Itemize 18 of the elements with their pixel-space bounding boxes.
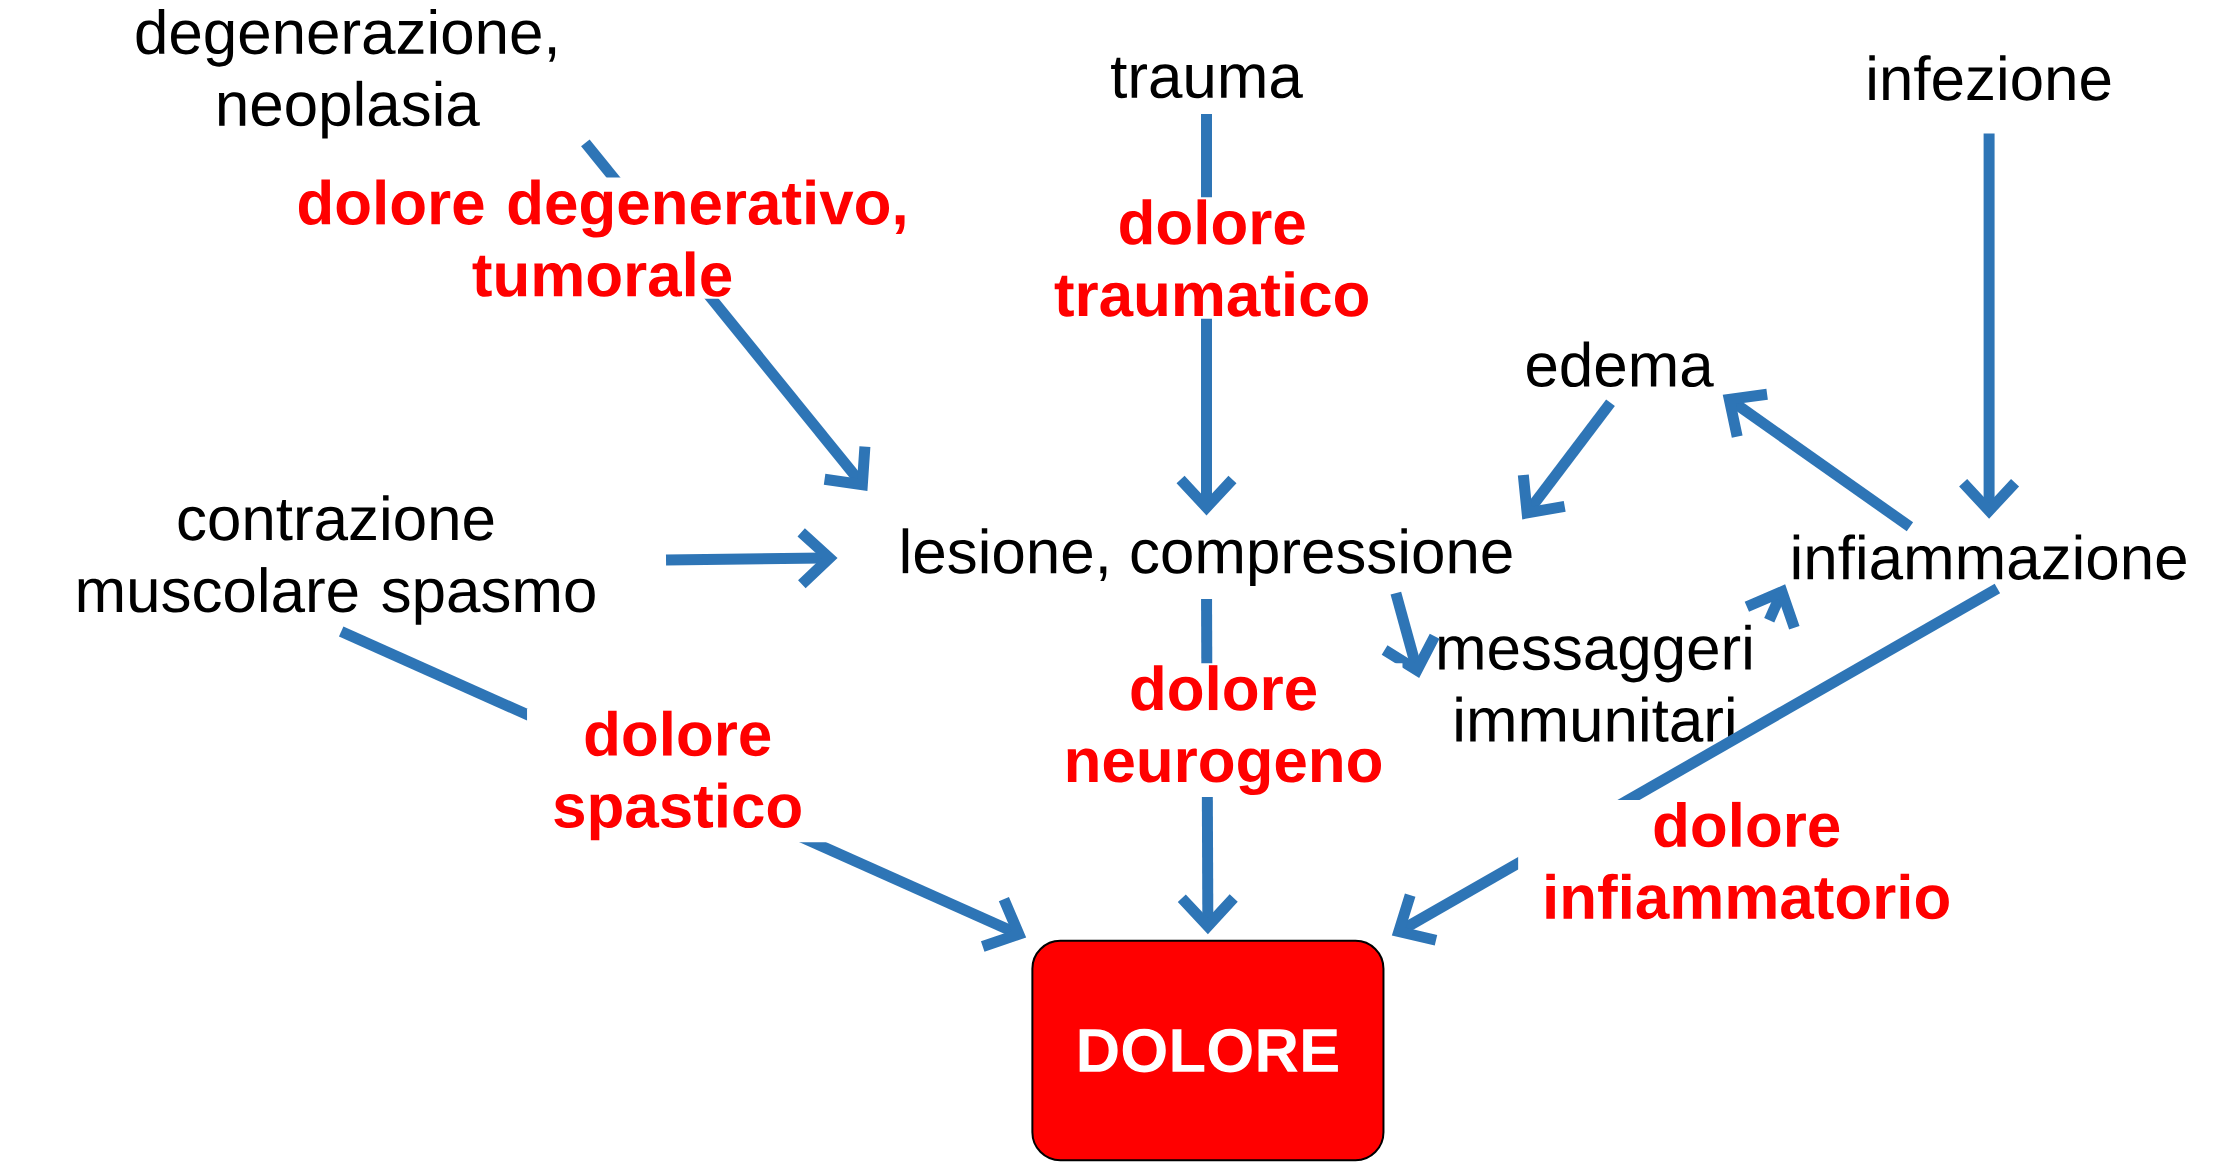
arrow <box>665 528 838 589</box>
arrow <box>1722 388 1914 532</box>
edge-label: dolore traumatico <box>1033 197 1392 319</box>
cause-text: contrazione muscolare spasmo <box>78 495 595 625</box>
pain-box: DOLORE <box>1031 939 1385 1162</box>
cause-text: infiammazione <box>1793 534 2186 580</box>
cause-text: infezione <box>1869 55 2111 101</box>
cause-text: messaggeri immunitari <box>1439 624 1751 743</box>
edge-label: dolore degenerativo, tumorale <box>267 177 938 299</box>
cause-text: lesione, compressione <box>902 528 1512 587</box>
edge-label: dolore infiammatorio <box>1518 799 1976 922</box>
edge-label: dolore spastico <box>527 708 829 843</box>
edge-label: dolore neurogeno <box>1044 663 1403 798</box>
cause-text: trauma <box>1111 57 1303 99</box>
arrow <box>1959 133 2020 519</box>
cause-text: edema <box>1527 341 1714 388</box>
cause-text: degenerazione, neoplasia <box>136 8 556 139</box>
arrow <box>1517 399 1615 520</box>
